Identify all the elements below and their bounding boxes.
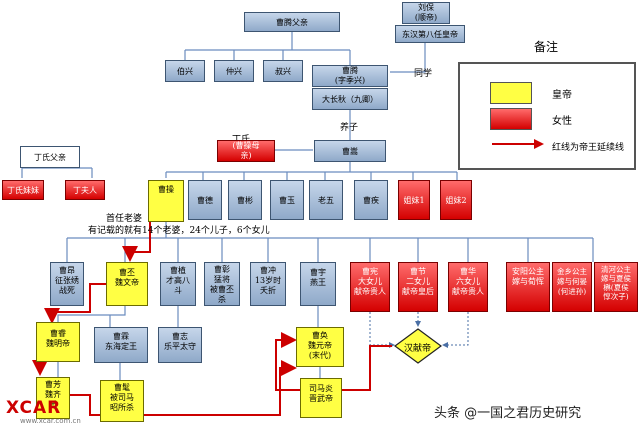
node-cao-song-mother: (曹操母 亲) bbox=[217, 140, 275, 162]
node-cao-bin: 曹彬 bbox=[228, 180, 262, 220]
legend: 备注 皇帝 女性 红线为帝王延续线 bbox=[458, 40, 636, 170]
node-ding-furen: 丁夫人 bbox=[65, 180, 105, 200]
node-cao-lin: 曹霖东海定王 bbox=[94, 327, 148, 363]
node-cao-cao: 曹操 bbox=[148, 180, 184, 222]
legend-emperor-label: 皇帝 bbox=[552, 90, 572, 101]
legend-title: 备注 bbox=[534, 40, 559, 54]
legend-redline-arrow bbox=[492, 139, 544, 149]
node-cao-ang: 曹昂征张绣 战死 bbox=[50, 262, 84, 306]
node-anyang: 安阳公主嫁与荀恽 bbox=[506, 262, 550, 312]
node-cao-yu: 曹玉 bbox=[270, 180, 304, 220]
xcar-logo: XCAR bbox=[6, 398, 62, 418]
node-cao-jie: 曹节二女儿 献帝皇后 bbox=[398, 262, 438, 312]
node-cao-mao: 曹髦被司马 昭所杀 bbox=[100, 380, 144, 422]
node-cao-zhi: 曹植才高八 斗 bbox=[160, 262, 196, 306]
node-cao-xian: 曹宪大女儿 献帝贵人 bbox=[350, 262, 390, 312]
node-cao-pi: 曹丕魏文帝 bbox=[106, 262, 148, 306]
xcar-logo-sub: www.xcar.com.cn bbox=[20, 417, 81, 425]
node-zhong-xing: 仲兴 bbox=[214, 60, 254, 82]
node-cao-zhi2: 曹志乐平太守 bbox=[158, 327, 202, 363]
label-ding-note: 首任老婆 bbox=[106, 214, 143, 224]
node-cao-zhang: 曹彰猛将 被曹丕 杀 bbox=[204, 262, 240, 306]
node-sister1: 姐妹1 bbox=[398, 180, 430, 220]
xian-di-diamond bbox=[394, 328, 442, 364]
node-sister2: 姐妹2 bbox=[440, 180, 472, 220]
node-ding-sister: 丁氏妹妹 bbox=[2, 180, 44, 200]
node-cao-teng-father: 曹腾父亲 bbox=[244, 12, 340, 32]
legend-female-swatch bbox=[490, 108, 532, 130]
node-cao-hua: 曹华六女儿 献帝贵人 bbox=[448, 262, 488, 312]
node-cao-teng: 曹腾 (字季兴) bbox=[312, 65, 388, 87]
xian-di-label: 汉献帝 bbox=[404, 344, 432, 354]
node-qinghe: 清河公主嫁与夏侯 楙(夏侯 惇次子) bbox=[594, 262, 638, 312]
node-cao-song: 曹嵩 bbox=[314, 140, 386, 162]
node-xian-di: 汉献帝 bbox=[394, 328, 442, 364]
node-cao-teng-title: 大长秋（九卿） bbox=[312, 88, 388, 110]
node-lao-wu: 老五 bbox=[309, 180, 343, 220]
node-cao-ji: 曹疾 bbox=[354, 180, 388, 220]
node-liu-bao-note: 东汉第八任皇帝 bbox=[395, 25, 465, 43]
node-shu-xing: 叔兴 bbox=[263, 60, 303, 82]
node-ding-father: 丁氏父亲 bbox=[20, 146, 80, 168]
legend-female-label: 女性 bbox=[552, 116, 572, 127]
node-cao-fang: 曹芳魏齐 王 bbox=[36, 377, 70, 419]
label-tong-xue: 同学 bbox=[414, 69, 433, 79]
node-bo-xing: 伯兴 bbox=[165, 60, 205, 82]
node-cao-yu2: 曹宇燕王 bbox=[300, 262, 336, 306]
legend-redline-label: 红线为帝王延续线 bbox=[552, 143, 625, 153]
node-liu-bao: 刘保 (顺帝) bbox=[402, 2, 450, 24]
node-cao-de: 曹德 bbox=[188, 180, 222, 220]
legend-emperor-swatch bbox=[490, 82, 532, 104]
node-cao-rui: 曹睿魏明帝 bbox=[36, 322, 80, 362]
credit-watermark: 头条 @一国之君历史研究 bbox=[434, 406, 582, 421]
label-yang-zi: 养子 bbox=[340, 123, 359, 133]
node-sima-yan: 司马炎晋武帝 bbox=[300, 378, 342, 418]
node-jinxiang: 金乡公主嫁与何晏 (何进孙) bbox=[552, 262, 592, 312]
node-cao-huan: 曹奂魏元帝 (末代) bbox=[296, 327, 344, 367]
label-wives-note: 有记载的就有14个老婆，24个儿子，6个女儿 bbox=[88, 226, 270, 236]
